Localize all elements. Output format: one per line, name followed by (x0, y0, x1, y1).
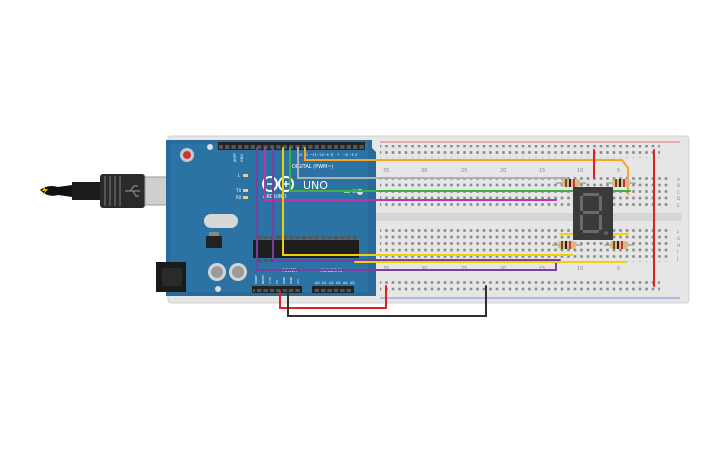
center-channel (372, 213, 682, 221)
mount-hole-icon (207, 144, 213, 150)
svg-text:3.3V: 3.3V (268, 276, 272, 284)
wire-gray (297, 147, 567, 179)
rx-label: RX (236, 195, 242, 200)
svg-text:~5: ~5 (349, 153, 354, 157)
svg-text:8: 8 (331, 153, 333, 157)
svg-text:Vin: Vin (296, 279, 300, 284)
atmega-chip (253, 240, 359, 258)
svg-text:A3: A3 (336, 281, 341, 285)
usb-symbol-icon (125, 185, 140, 197)
led-l (243, 174, 248, 177)
svg-text:~9: ~9 (324, 153, 329, 157)
aref-label: AREF (233, 153, 237, 162)
digital-pin-labels: 13 12 ~11 ~10 ~9 8 7 ~6 ~5 4 (298, 153, 357, 157)
wire-black-gnd (287, 285, 487, 317)
wire-red-5v (279, 285, 387, 309)
col-num-bottom: 10 (577, 266, 583, 272)
resistor (556, 179, 586, 187)
svg-text:12: 12 (304, 153, 308, 157)
col-num-top: 30 (421, 168, 427, 174)
svg-text:B: B (677, 183, 680, 189)
svg-text:H: H (677, 243, 680, 249)
svg-text:A: A (677, 177, 681, 183)
bottom-power-rail (380, 280, 660, 293)
resistor (604, 241, 634, 249)
resistor (606, 179, 636, 187)
wire-purple-2 (256, 147, 557, 271)
svg-text:~10: ~10 (317, 153, 324, 157)
svg-text:C: C (677, 190, 680, 196)
col-num-bottom: 5 (617, 266, 620, 272)
svg-text:GND: GND (282, 276, 286, 284)
svg-text:F: F (677, 230, 680, 236)
svg-text:I: I (677, 249, 678, 255)
svg-text:G: G (677, 236, 681, 242)
wires[interactable] (256, 147, 655, 317)
svg-text:A0: A0 (315, 281, 320, 285)
resistors[interactable] (552, 179, 636, 249)
svg-text:~11: ~11 (310, 153, 317, 157)
col-num-top: 35 (383, 168, 389, 174)
resistor (552, 241, 582, 249)
segment-group (580, 193, 608, 235)
col-num-top: 20 (500, 168, 506, 174)
wire-green (289, 147, 631, 192)
led-tx (243, 189, 248, 192)
wire-purple-1 (272, 147, 561, 261)
svg-text:IOREF: IOREF (254, 275, 258, 284)
row-letters: A B C D E F G H I J (676, 177, 681, 262)
digital-header-label: DIGITAL (PWM~) (292, 164, 334, 170)
gnd-label: GND (240, 154, 244, 162)
analog-pin-labels: A0 A1 A2 A3 A4 A5 (315, 281, 355, 285)
svg-text:GND: GND (289, 276, 293, 284)
led-l-label: L (238, 173, 241, 178)
svg-text:~6: ~6 (343, 153, 348, 157)
col-num-top: 15 (539, 168, 545, 174)
svg-text:5V: 5V (275, 279, 279, 284)
col-num-top: 10 (577, 168, 583, 174)
svg-text:E: E (677, 203, 680, 209)
top-power-rail (380, 145, 660, 158)
arduino-logo-icon (262, 176, 294, 192)
wire-magenta (264, 147, 557, 201)
svg-text:7: 7 (337, 153, 339, 157)
crystal-oscillator (204, 214, 238, 228)
wire-orange (304, 147, 629, 195)
svg-text:13: 13 (298, 153, 302, 157)
svg-text:A4: A4 (343, 281, 348, 285)
brand-label: ARDUINO (263, 194, 287, 200)
col-num-top: 5 (617, 168, 620, 174)
usb-lightning-icon (42, 186, 48, 195)
usb-cable[interactable] (40, 174, 176, 208)
svg-text:A2: A2 (329, 281, 334, 285)
board-model-label: UNO (303, 179, 328, 192)
tx-label: TX (235, 188, 241, 193)
regulator-chip (206, 236, 222, 248)
svg-text:A1: A1 (322, 281, 327, 285)
svg-text:RESET: RESET (261, 274, 265, 284)
svg-text:4: 4 (355, 153, 357, 157)
svg-text:A5: A5 (350, 281, 355, 285)
svg-text:J: J (676, 256, 678, 262)
led-rx (243, 196, 248, 199)
power-pin-labels: IOREF RESET 3.3V 5V GND GND Vin (254, 274, 300, 284)
mount-hole-icon (215, 286, 221, 292)
seven-segment-display[interactable]: 8 (573, 187, 613, 240)
svg-text:D: D (677, 196, 681, 202)
col-num-top: 25 (461, 168, 467, 174)
wire-yellow-1 (282, 147, 573, 256)
